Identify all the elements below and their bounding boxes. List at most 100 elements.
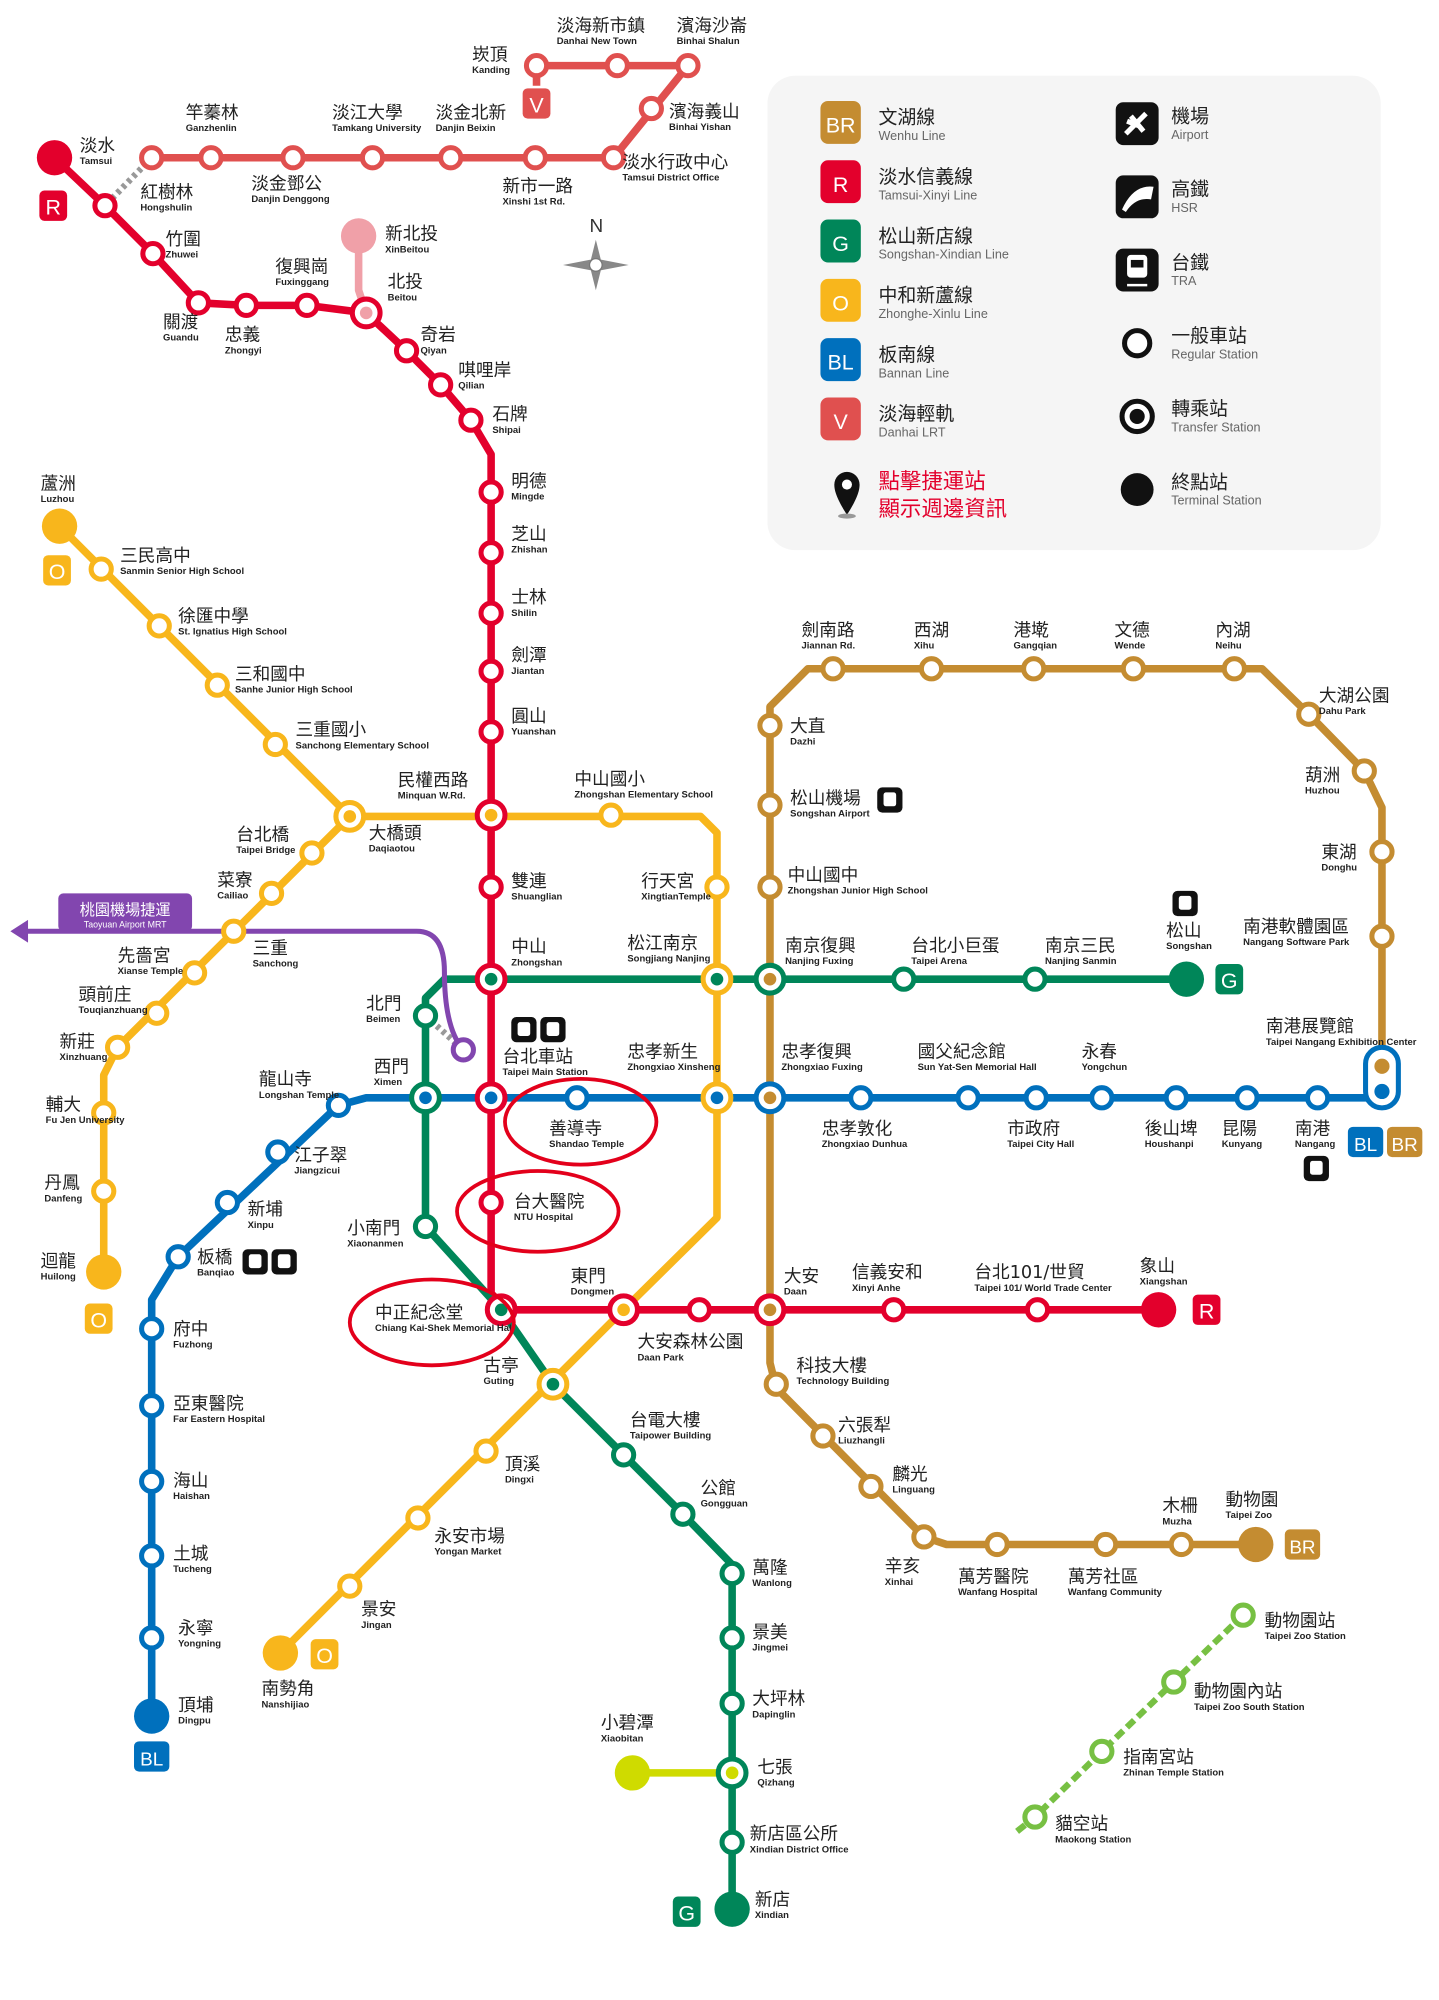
station-cityhall[interactable] (1023, 1085, 1049, 1111)
station-xinzhuang[interactable] (104, 1034, 131, 1060)
station-danjindenggong[interactable] (280, 145, 306, 171)
station-techbldg[interactable] (763, 1371, 789, 1397)
station-tucheng[interactable] (139, 1543, 165, 1569)
station-songshanairport[interactable] (757, 792, 783, 818)
station-sanhe[interactable] (204, 672, 230, 698)
station-wanfangcomm[interactable] (1093, 1531, 1119, 1558)
station-liuzhangli[interactable] (810, 1423, 836, 1449)
station-dongmen[interactable] (607, 1293, 641, 1327)
station-mk-zhinan[interactable] (1089, 1738, 1115, 1765)
station-danjinbeixin[interactable] (438, 145, 464, 171)
station-yongning[interactable] (139, 1625, 165, 1651)
station-songjiangnanjing[interactable] (700, 962, 734, 996)
station-kanding[interactable] (523, 52, 550, 79)
station-beitou[interactable] (349, 296, 383, 330)
station-jiannan[interactable] (820, 656, 846, 682)
station-gongguan[interactable] (670, 1501, 696, 1527)
station-nanjingfuxing[interactable] (753, 962, 787, 996)
station-tamsui[interactable] (36, 140, 73, 176)
station-haishan[interactable] (139, 1468, 165, 1495)
station-fuzhong[interactable] (139, 1316, 165, 1342)
station-huilong[interactable] (86, 1254, 122, 1290)
station-longshan[interactable] (325, 1092, 352, 1118)
station-daan[interactable] (753, 1293, 787, 1327)
station-ganzhenlin[interactable] (198, 145, 224, 171)
station-danhainewtown[interactable] (604, 52, 630, 79)
station-luzhou[interactable] (41, 508, 78, 544)
station-zhuwei[interactable] (140, 241, 166, 267)
station-dingxi[interactable] (473, 1438, 499, 1464)
station-shuanglian[interactable] (478, 874, 504, 900)
station-cailiao[interactable] (258, 880, 285, 906)
station-mk-zoo[interactable] (1230, 1602, 1256, 1628)
station-taipower[interactable] (610, 1442, 637, 1468)
station-cks[interactable] (484, 1293, 518, 1327)
station-yongan[interactable] (405, 1505, 431, 1531)
station-jingan[interactable] (337, 1573, 363, 1599)
station-xingtian[interactable] (704, 874, 730, 900)
station-shilin[interactable] (478, 600, 504, 626)
station-banqiao[interactable] (165, 1244, 191, 1270)
station-neihu[interactable] (1221, 656, 1247, 682)
station-jingmei[interactable] (719, 1625, 745, 1651)
station-taipeibridge[interactable] (299, 840, 325, 866)
station-jiangzicui[interactable] (265, 1139, 291, 1165)
station-wanlong[interactable] (719, 1560, 745, 1587)
station-taipeiarena[interactable] (891, 966, 917, 992)
station-daqiaotou[interactable] (333, 800, 367, 833)
station-minquan[interactable] (474, 798, 508, 832)
station-qizhang[interactable] (715, 1756, 749, 1790)
station-binhaiyishan[interactable] (638, 95, 664, 122)
station-xiaonanmen[interactable] (412, 1213, 439, 1240)
station-zhishan[interactable] (478, 540, 504, 566)
